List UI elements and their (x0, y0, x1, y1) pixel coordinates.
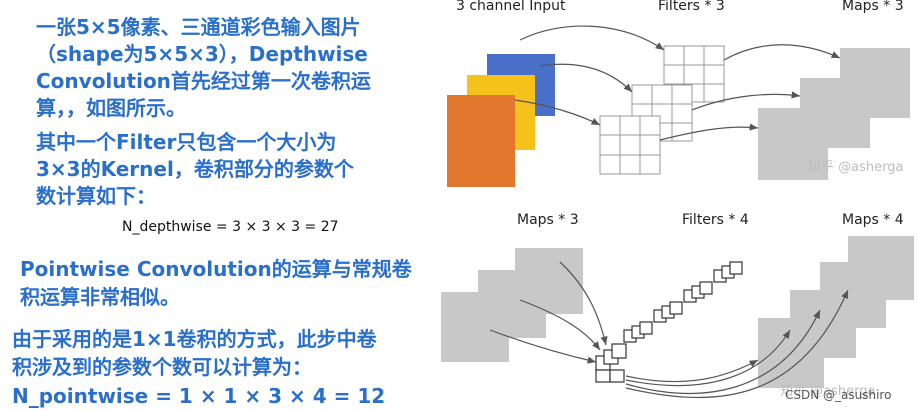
bottom-arrows (489, 261, 849, 399)
pointwise-filters (595, 261, 743, 383)
text-line: 积涉及到的参数个数可以计算为： (12, 355, 312, 379)
map-bottom-in-3 (441, 292, 509, 362)
text-line: 积运算非常相似。 (20, 285, 180, 309)
watermark-zhihu-top: 知乎 @asherga (808, 160, 904, 175)
text-line: 其中一个Filter只包含一个大小为 (36, 130, 337, 154)
label-maps-3-top: Maps * 3 (842, 0, 904, 14)
formula-pointwise: N_pointwise = 1 × 1 × 3 × 4 = 12 (12, 384, 386, 408)
text-line: 数计算如下： (36, 184, 156, 208)
label-filters-4: Filters * 4 (682, 212, 749, 228)
text-line: 由于采用的是1×1卷积的方式，此步中卷 (12, 327, 377, 351)
label-filters-3: Filters * 3 (658, 0, 725, 14)
text-line: （shape为5×5×3），Depthwise (36, 42, 368, 66)
label-maps-3-bottom: Maps * 3 (517, 212, 579, 228)
text-line: Pointwise Convolution的运算与常规卷 (20, 257, 412, 281)
top-arrows (514, 25, 841, 141)
text-line: 一张5×5像素、三通道彩色输入图片 (36, 15, 361, 39)
text-line: 算，，如图所示。 (36, 96, 186, 120)
text-line: 3×3的Kernel，卷积部分的参数个 (36, 157, 354, 181)
label-3-channel-input: 3 channel Input (456, 0, 566, 14)
filter-grid-3 (599, 115, 661, 175)
text-line: Convolution首先经过第一次卷积运 (36, 69, 371, 93)
input-channel-orange (447, 95, 515, 187)
watermark-zhihu-bottom: 知乎 @asherga (780, 384, 876, 399)
label-maps-4: Maps * 4 (842, 212, 904, 228)
formula-depthwise: N_depthwise = 3 × 3 × 3 = 27 (122, 219, 339, 235)
map-top-3 (758, 108, 828, 180)
watermark-csdn: CSDN @_asushiro (785, 388, 892, 402)
